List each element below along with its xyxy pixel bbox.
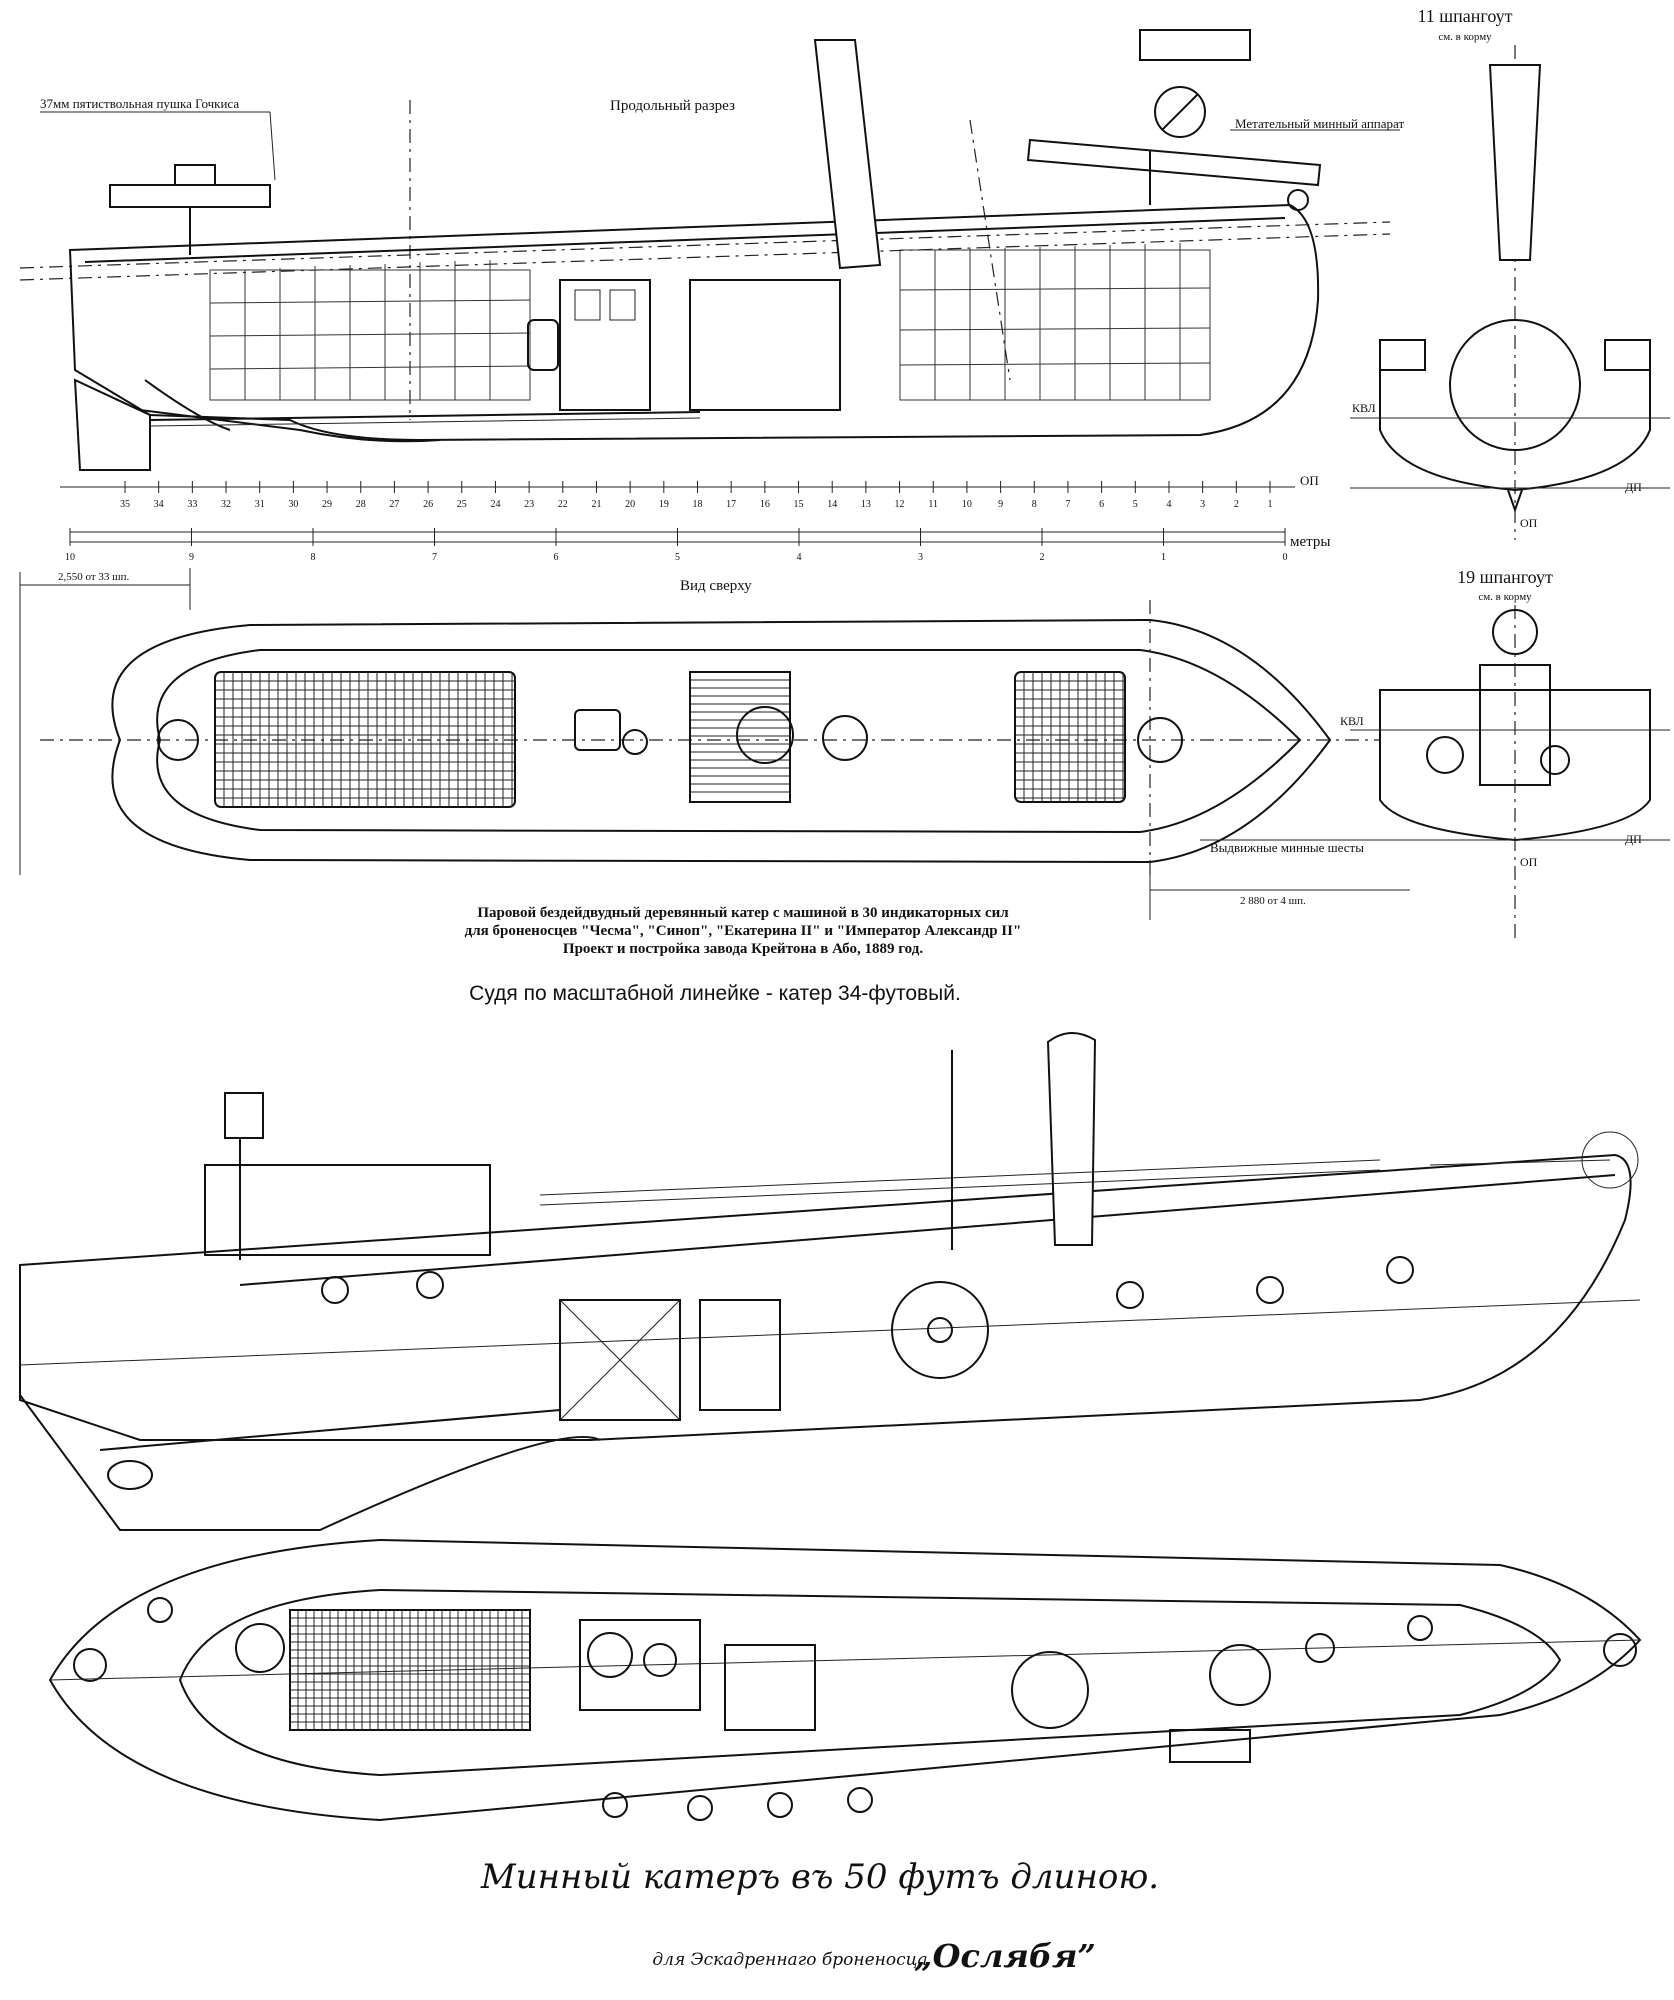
top-view-drawing: Вид сверху 2,550 от 33 шп. Выдвижные мин… (19, 568, 1410, 920)
frame-number: 29 (322, 499, 332, 510)
dp-label-frame19: ДП (1625, 832, 1642, 846)
caption-line-3: Проект и постройка завода Крейтона в Або… (563, 941, 923, 957)
gun-label: 37мм пятиствольная пушка Гочкиса (40, 96, 239, 111)
meter-number: 5 (675, 552, 680, 563)
deck-ring (767, 1792, 793, 1818)
frame-19-title: 19 шпангоут (1457, 567, 1553, 587)
meter-number: 0 (1283, 552, 1288, 563)
frame-number: 19 (659, 499, 669, 510)
porthole (321, 1276, 349, 1304)
frame-number: 8 (1032, 499, 1037, 510)
side-elevation-50ft-drawing (19, 1032, 1641, 1531)
deck-ring (847, 1787, 873, 1813)
porthole (416, 1271, 444, 1299)
frame-number: 26 (423, 499, 433, 510)
kvl-label-frame19: КВЛ (1340, 714, 1364, 728)
frame-number: 22 (558, 499, 568, 510)
aft-dimension-label: 2,550 от 33 шп. (58, 571, 130, 583)
frame-number: 9 (998, 499, 1003, 510)
caption-line-1: Паровой бездейдвудный деревянный катер с… (477, 905, 1009, 921)
frame-19-subtitle: см. в корму (1478, 591, 1532, 603)
frame-number: 33 (187, 499, 197, 510)
frame-number: 31 (255, 499, 265, 510)
torpedo-launcher-label: Метательный минный аппарат (1235, 116, 1404, 131)
title-50ft-ship-name: „Ослябя” (914, 1937, 1096, 1975)
meter-number: 1 (1161, 552, 1166, 563)
frame-number: 10 (962, 499, 972, 510)
meters-unit-label: метры (1290, 534, 1330, 550)
frame-number: 3 (1200, 499, 1205, 510)
spars-label: Выдвижные минные шесты (1210, 840, 1364, 855)
scale-note: Судя по масштабной линейке - катер 34-фу… (469, 982, 961, 1005)
frame-number: 17 (726, 499, 736, 510)
forward-dimension-label: 2 880 от 4 шп. (1240, 895, 1306, 907)
hotchkiss-gun-drawing (40, 111, 276, 255)
frame-number: 35 (120, 499, 130, 510)
meter-number: 7 (432, 552, 437, 563)
top-view-label: Вид сверху (680, 578, 752, 594)
frame-number: 28 (356, 499, 366, 510)
meter-number: 8 (311, 552, 316, 563)
frame-number: 14 (827, 499, 837, 510)
frame-number: 32 (221, 499, 231, 510)
frame-11-subtitle: см. в корму (1438, 31, 1492, 43)
title-50ft-subtitle: для Эскадреннаго броненосца (652, 1950, 927, 1970)
drawing-caption: Паровой бездейдвудный деревянный катер с… (465, 905, 1022, 1005)
frame-number: 5 (1133, 499, 1138, 510)
frame-number: 11 (928, 499, 938, 510)
second-drawing-title: Минный катеръ въ 50 футъ длиною. для Эск… (480, 1857, 1159, 1975)
frame-number: 6 (1099, 499, 1104, 510)
frame-number: 34 (154, 499, 164, 510)
meter-number: 3 (918, 552, 923, 563)
deck-ring (147, 1597, 173, 1623)
meter-number: 6 (554, 552, 559, 563)
frame-number: 13 (861, 499, 871, 510)
frame-number: 27 (389, 499, 399, 510)
caption-line-2: для броненосцев "Чесма", "Синоп", "Екате… (465, 923, 1022, 939)
frame-number: 18 (693, 499, 703, 510)
porthole (1386, 1256, 1414, 1284)
torpedo-launcher-drawing (1026, 29, 1400, 211)
meter-number: 10 (65, 552, 75, 563)
frame-number: 2 (1234, 499, 1239, 510)
frame-number: 7 (1065, 499, 1070, 510)
deck-ring (602, 1792, 628, 1818)
porthole (1256, 1276, 1284, 1304)
frame-11-title: 11 шпангоут (1417, 6, 1512, 26)
frame-number: 24 (490, 499, 500, 510)
frame-number: 1 (1268, 499, 1273, 510)
engine-brace (559, 1299, 681, 1421)
op-label-longitudinal: ОП (1300, 473, 1319, 488)
frame-11-section: 11 шпангоут см. в корму КВЛ ДП ОП (1350, 6, 1670, 540)
frame-19-section: 19 шпангоут см. в корму КВЛ ДП ОП (1340, 567, 1670, 940)
frame-number: 4 (1166, 499, 1171, 510)
op-label-frame11: ОП (1520, 516, 1538, 530)
frame-number: 23 (524, 499, 534, 510)
frame-number: 20 (625, 499, 635, 510)
dp-label-frame11: ДП (1625, 480, 1642, 494)
meter-number: 4 (797, 552, 802, 563)
longitudinal-section-label: Продольный разрез (610, 98, 735, 114)
deck-ring (1407, 1615, 1433, 1641)
frame-number: 16 (760, 499, 770, 510)
porthole (1116, 1281, 1144, 1309)
frame-number: 25 (457, 499, 467, 510)
op-label-frame19: ОП (1520, 855, 1538, 869)
frame-number: 30 (288, 499, 298, 510)
longitudinal-section-drawing: 37мм пятиствольная пушка Гочкиса Продоль… (19, 29, 1404, 488)
top-view-50ft-drawing (48, 1538, 1642, 1822)
title-50ft-line: Минный катеръ въ 50 футъ длиною. (480, 1857, 1159, 1897)
kvl-label-frame11: КВЛ (1352, 401, 1376, 415)
meter-number: 2 (1040, 552, 1045, 563)
frame-number: 12 (895, 499, 905, 510)
deck-ring (687, 1795, 713, 1821)
frame-number: 15 (794, 499, 804, 510)
frame-number: 21 (591, 499, 601, 510)
meter-number: 9 (189, 552, 194, 563)
